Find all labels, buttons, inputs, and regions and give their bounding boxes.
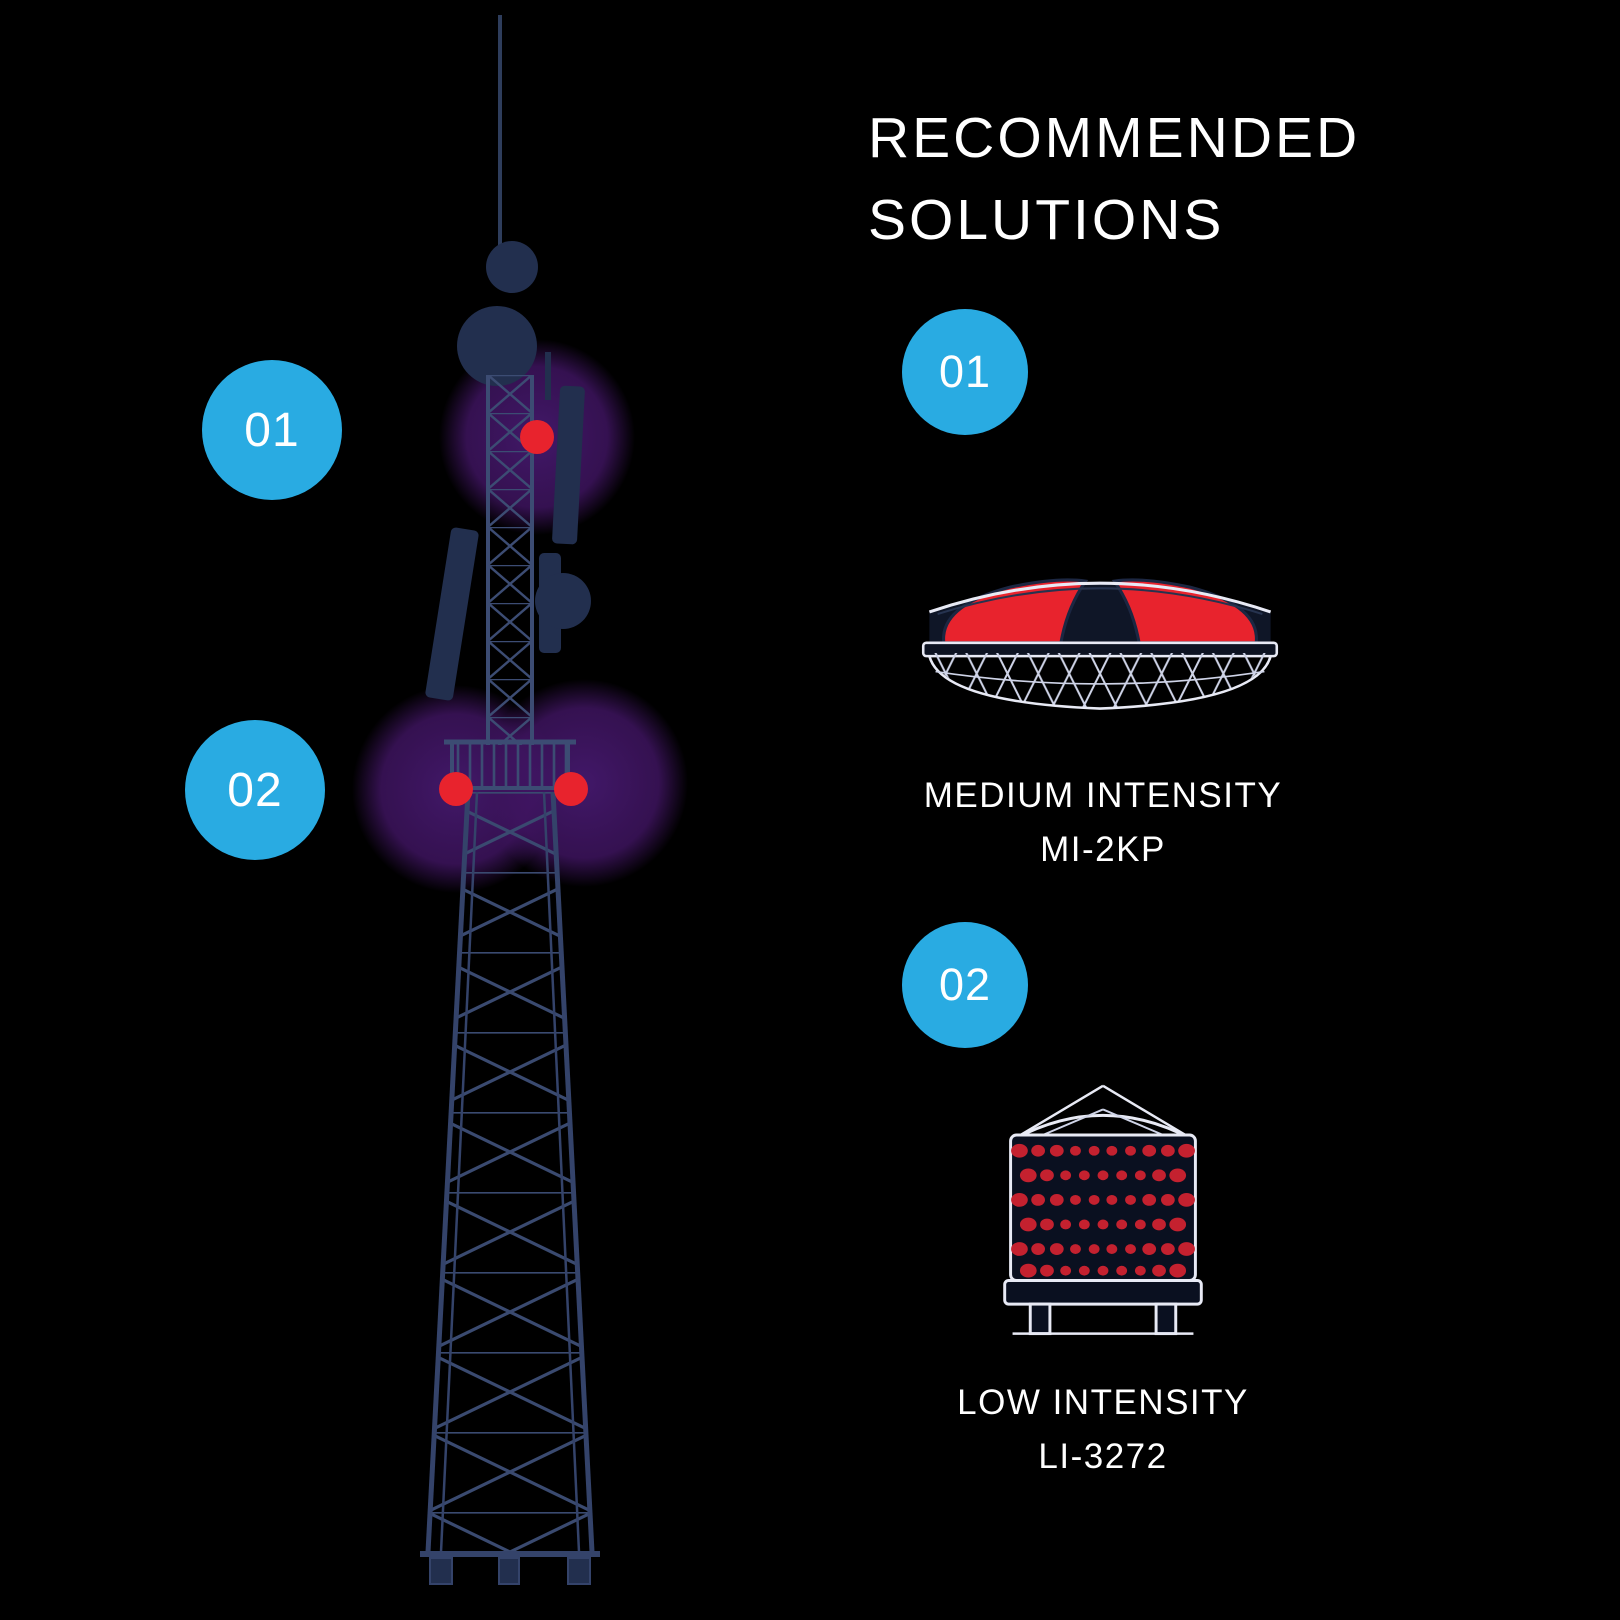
solution-02-label: LOW INTENSITY LI-3272 — [893, 1383, 1313, 1477]
low-light-led-dots — [1011, 1143, 1195, 1278]
solution-02-badge-label: 02 — [938, 959, 992, 1010]
low-light-top — [1013, 1084, 1193, 1141]
beacon-cage — [928, 653, 1272, 710]
tower-spire — [457, 15, 538, 386]
solution-02-model: LI-3272 — [1038, 1437, 1168, 1476]
medium-intensity-beacon-icon — [921, 578, 1279, 710]
telecom-tower-illustration — [352, 15, 688, 1585]
tower-base — [420, 1551, 600, 1585]
beacon-red-lens-right — [1111, 578, 1258, 645]
solution-01-model: MI-2KP — [1040, 830, 1166, 869]
page-title-line-1: RECOMMENDED — [868, 106, 1361, 170]
solution-01-label: MEDIUM INTENSITY MI-2KP — [893, 776, 1313, 870]
tower-marker-02-badge: 02 — [185, 720, 325, 860]
solution-01-title: MEDIUM INTENSITY — [923, 776, 1283, 815]
red-light-dot-mid-left — [439, 772, 473, 806]
red-obstruction-lights — [439, 420, 588, 806]
beacon-red-lens-left — [942, 578, 1089, 645]
solution-01-badge-label: 01 — [938, 346, 992, 397]
tower-lattice — [425, 791, 595, 1553]
low-intensity-led-light-icon — [1003, 1084, 1203, 1336]
solution-02-badge: 02 — [902, 922, 1028, 1048]
page-title-line-2: SOLUTIONS — [868, 187, 1225, 252]
low-light-body — [1009, 1133, 1197, 1282]
solution-01-badge: 01 — [902, 309, 1028, 435]
page-title: RECOMMENDED SOLUTIONS — [868, 98, 1360, 261]
tower-platform — [444, 739, 576, 790]
tower-marker-01-badge: 01 — [202, 360, 342, 500]
red-light-dot-top — [520, 420, 554, 454]
low-light-base — [1003, 1279, 1203, 1336]
red-light-dot-mid-right — [554, 772, 588, 806]
antenna-panels — [425, 352, 591, 701]
tower-marker-02-label: 02 — [227, 763, 283, 817]
tower-marker-01-label: 01 — [244, 403, 300, 457]
solution-02-title: LOW INTENSITY — [957, 1383, 1249, 1422]
